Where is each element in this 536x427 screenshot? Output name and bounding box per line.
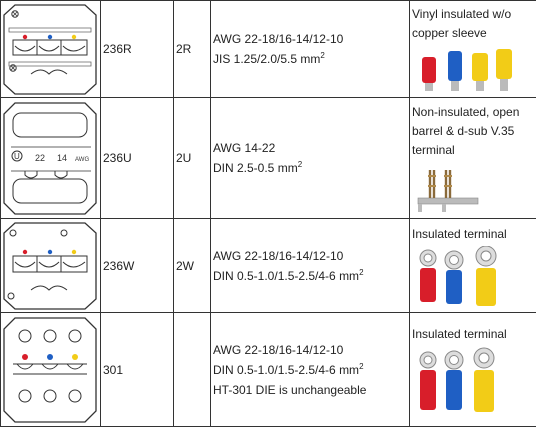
die-mark-14: 14 bbox=[57, 153, 67, 163]
die-code-cell: 2U bbox=[174, 98, 211, 219]
die-image-cell: U 22 14 AWG bbox=[1, 98, 101, 219]
spec-unit-sup: 2 bbox=[320, 51, 324, 60]
spec-text: DIN 0.5-1.0/1.5-2.5/4-6 mm bbox=[213, 363, 359, 377]
spec-line: AWG 22-18/16-14/12-10 bbox=[213, 246, 409, 266]
terminal-label: Insulated terminal bbox=[412, 225, 536, 244]
model-cell: 301 bbox=[101, 313, 174, 427]
svg-text:U: U bbox=[14, 152, 20, 161]
die-mark-awg: AWG bbox=[75, 157, 89, 163]
spec-line: DIN 2.5-0.5 mm2 bbox=[213, 158, 409, 178]
terminal-label: Non-insulated, open barrel & d-sub V.35 … bbox=[412, 103, 536, 160]
die-mark-22: 22 bbox=[35, 153, 45, 163]
terminal-cell: Vinyl insulated w/o copper sleeve bbox=[410, 1, 536, 98]
die-236u-icon: U 22 14 AWG bbox=[1, 99, 99, 218]
die-code-cell bbox=[174, 313, 211, 427]
table-row: 236R 2R AWG 22-18/16-14/12-10 JIS 1.25/2… bbox=[1, 1, 536, 98]
open-barrel-terminals-icon bbox=[412, 162, 532, 214]
table-row: 301 AWG 22-18/16-14/12-10 DIN 0.5-1.0/1.… bbox=[1, 313, 536, 427]
spec-cell: AWG 22-18/16-14/12-10 JIS 1.25/2.0/5.5 m… bbox=[211, 1, 410, 98]
spec-text: JIS 1.25/2.0/5.5 mm bbox=[213, 52, 320, 66]
die-image-cell bbox=[1, 1, 101, 98]
spec-unit-sup: 2 bbox=[359, 268, 363, 277]
die-image-cell bbox=[1, 219, 101, 313]
spec-unit-sup: 2 bbox=[359, 362, 363, 371]
spec-line: DIN 0.5-1.0/1.5-2.5/4-6 mm2 bbox=[213, 266, 409, 286]
spec-cell: AWG 22-18/16-14/12-10 DIN 0.5-1.0/1.5-2.… bbox=[211, 313, 410, 427]
vinyl-insulated-terminals-icon bbox=[412, 45, 532, 95]
spec-line: AWG 22-18/16-14/12-10 bbox=[213, 29, 409, 49]
model-cell: 236R bbox=[101, 1, 174, 98]
insulated-ring-terminals-icon bbox=[412, 346, 534, 416]
spec-unit-sup: 2 bbox=[298, 160, 302, 169]
insulated-ring-terminals-icon bbox=[412, 246, 534, 308]
spec-text: DIN 2.5-0.5 mm bbox=[213, 161, 298, 175]
model-cell: 236U bbox=[101, 98, 174, 219]
terminal-label: Vinyl insulated w/o copper sleeve bbox=[412, 5, 536, 43]
spec-text: DIN 0.5-1.0/1.5-2.5/4-6 mm bbox=[213, 269, 359, 283]
table-row: 236W 2W AWG 22-18/16-14/12-10 DIN 0.5-1.… bbox=[1, 219, 536, 313]
die-301-icon bbox=[1, 314, 99, 426]
spec-cell: AWG 14-22 DIN 2.5-0.5 mm2 bbox=[211, 98, 410, 219]
spec-line: AWG 22-18/16-14/12-10 bbox=[213, 340, 409, 360]
spec-line: AWG 14-22 bbox=[213, 138, 409, 158]
spec-cell: AWG 22-18/16-14/12-10 DIN 0.5-1.0/1.5-2.… bbox=[211, 219, 410, 313]
spec-line: HT-301 DIE is unchangeable bbox=[213, 380, 409, 400]
terminal-cell: Insulated terminal bbox=[410, 313, 536, 427]
terminal-cell: Insulated terminal bbox=[410, 219, 536, 313]
model-cell: 236W bbox=[101, 219, 174, 313]
spec-line: DIN 0.5-1.0/1.5-2.5/4-6 mm2 bbox=[213, 360, 409, 380]
table-row: U 22 14 AWG 236U 2U AWG 14-22 DIN 2.5-0.… bbox=[1, 98, 536, 219]
die-code-cell: 2R bbox=[174, 1, 211, 98]
die-236w-icon bbox=[1, 220, 99, 312]
terminal-label: Insulated terminal bbox=[412, 325, 536, 344]
die-image-cell bbox=[1, 313, 101, 427]
terminal-cell: Non-insulated, open barrel & d-sub V.35 … bbox=[410, 98, 536, 219]
die-236r-icon bbox=[1, 2, 99, 97]
spec-line: JIS 1.25/2.0/5.5 mm2 bbox=[213, 49, 409, 69]
die-code-cell: 2W bbox=[174, 219, 211, 313]
